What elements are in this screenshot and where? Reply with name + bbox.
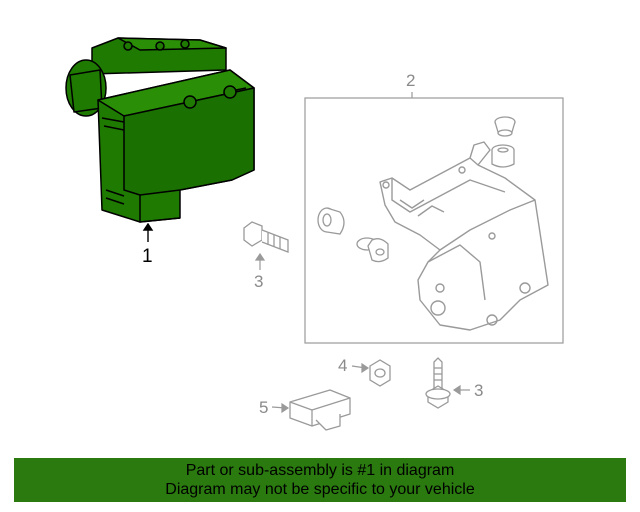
callout-4-leader [351, 362, 370, 374]
banner-line-part-number: Part or sub-assembly is #1 in diagram [185, 462, 455, 479]
callout-5[interactable]: 5 [259, 398, 269, 417]
callout-3-left-leader [254, 252, 266, 270]
callout-3-right-leader [452, 384, 470, 396]
callout-1-leader [142, 222, 154, 242]
part-2-group-box [304, 97, 564, 344]
abs-bracket[interactable] [379, 141, 549, 331]
callout-1[interactable]: 1 [142, 246, 153, 267]
callout-4[interactable]: 4 [338, 356, 348, 375]
grommet-cushion-right[interactable] [491, 144, 515, 168]
callout-5-leader [271, 402, 290, 414]
collar-left[interactable] [356, 237, 389, 263]
callout-3-right[interactable]: 3 [474, 381, 484, 400]
grommet-top[interactable] [494, 116, 516, 137]
banner-line-disclaimer: Diagram may not be specific to your vehi… [165, 481, 475, 498]
callout-3-left[interactable]: 3 [254, 272, 264, 291]
callout-2[interactable]: 2 [406, 71, 416, 90]
bolt-right[interactable] [425, 357, 451, 409]
grommet-cushion-left[interactable] [317, 207, 345, 235]
parts-diagram [65, 37, 564, 431]
sensor-part-5[interactable] [289, 389, 351, 431]
nut-part-4[interactable] [369, 359, 391, 387]
bolt-left[interactable] [243, 221, 289, 253]
info-banner: Part or sub-assembly is #1 in diagram Di… [14, 458, 626, 502]
abs-actuator-assembly[interactable] [65, 37, 255, 223]
